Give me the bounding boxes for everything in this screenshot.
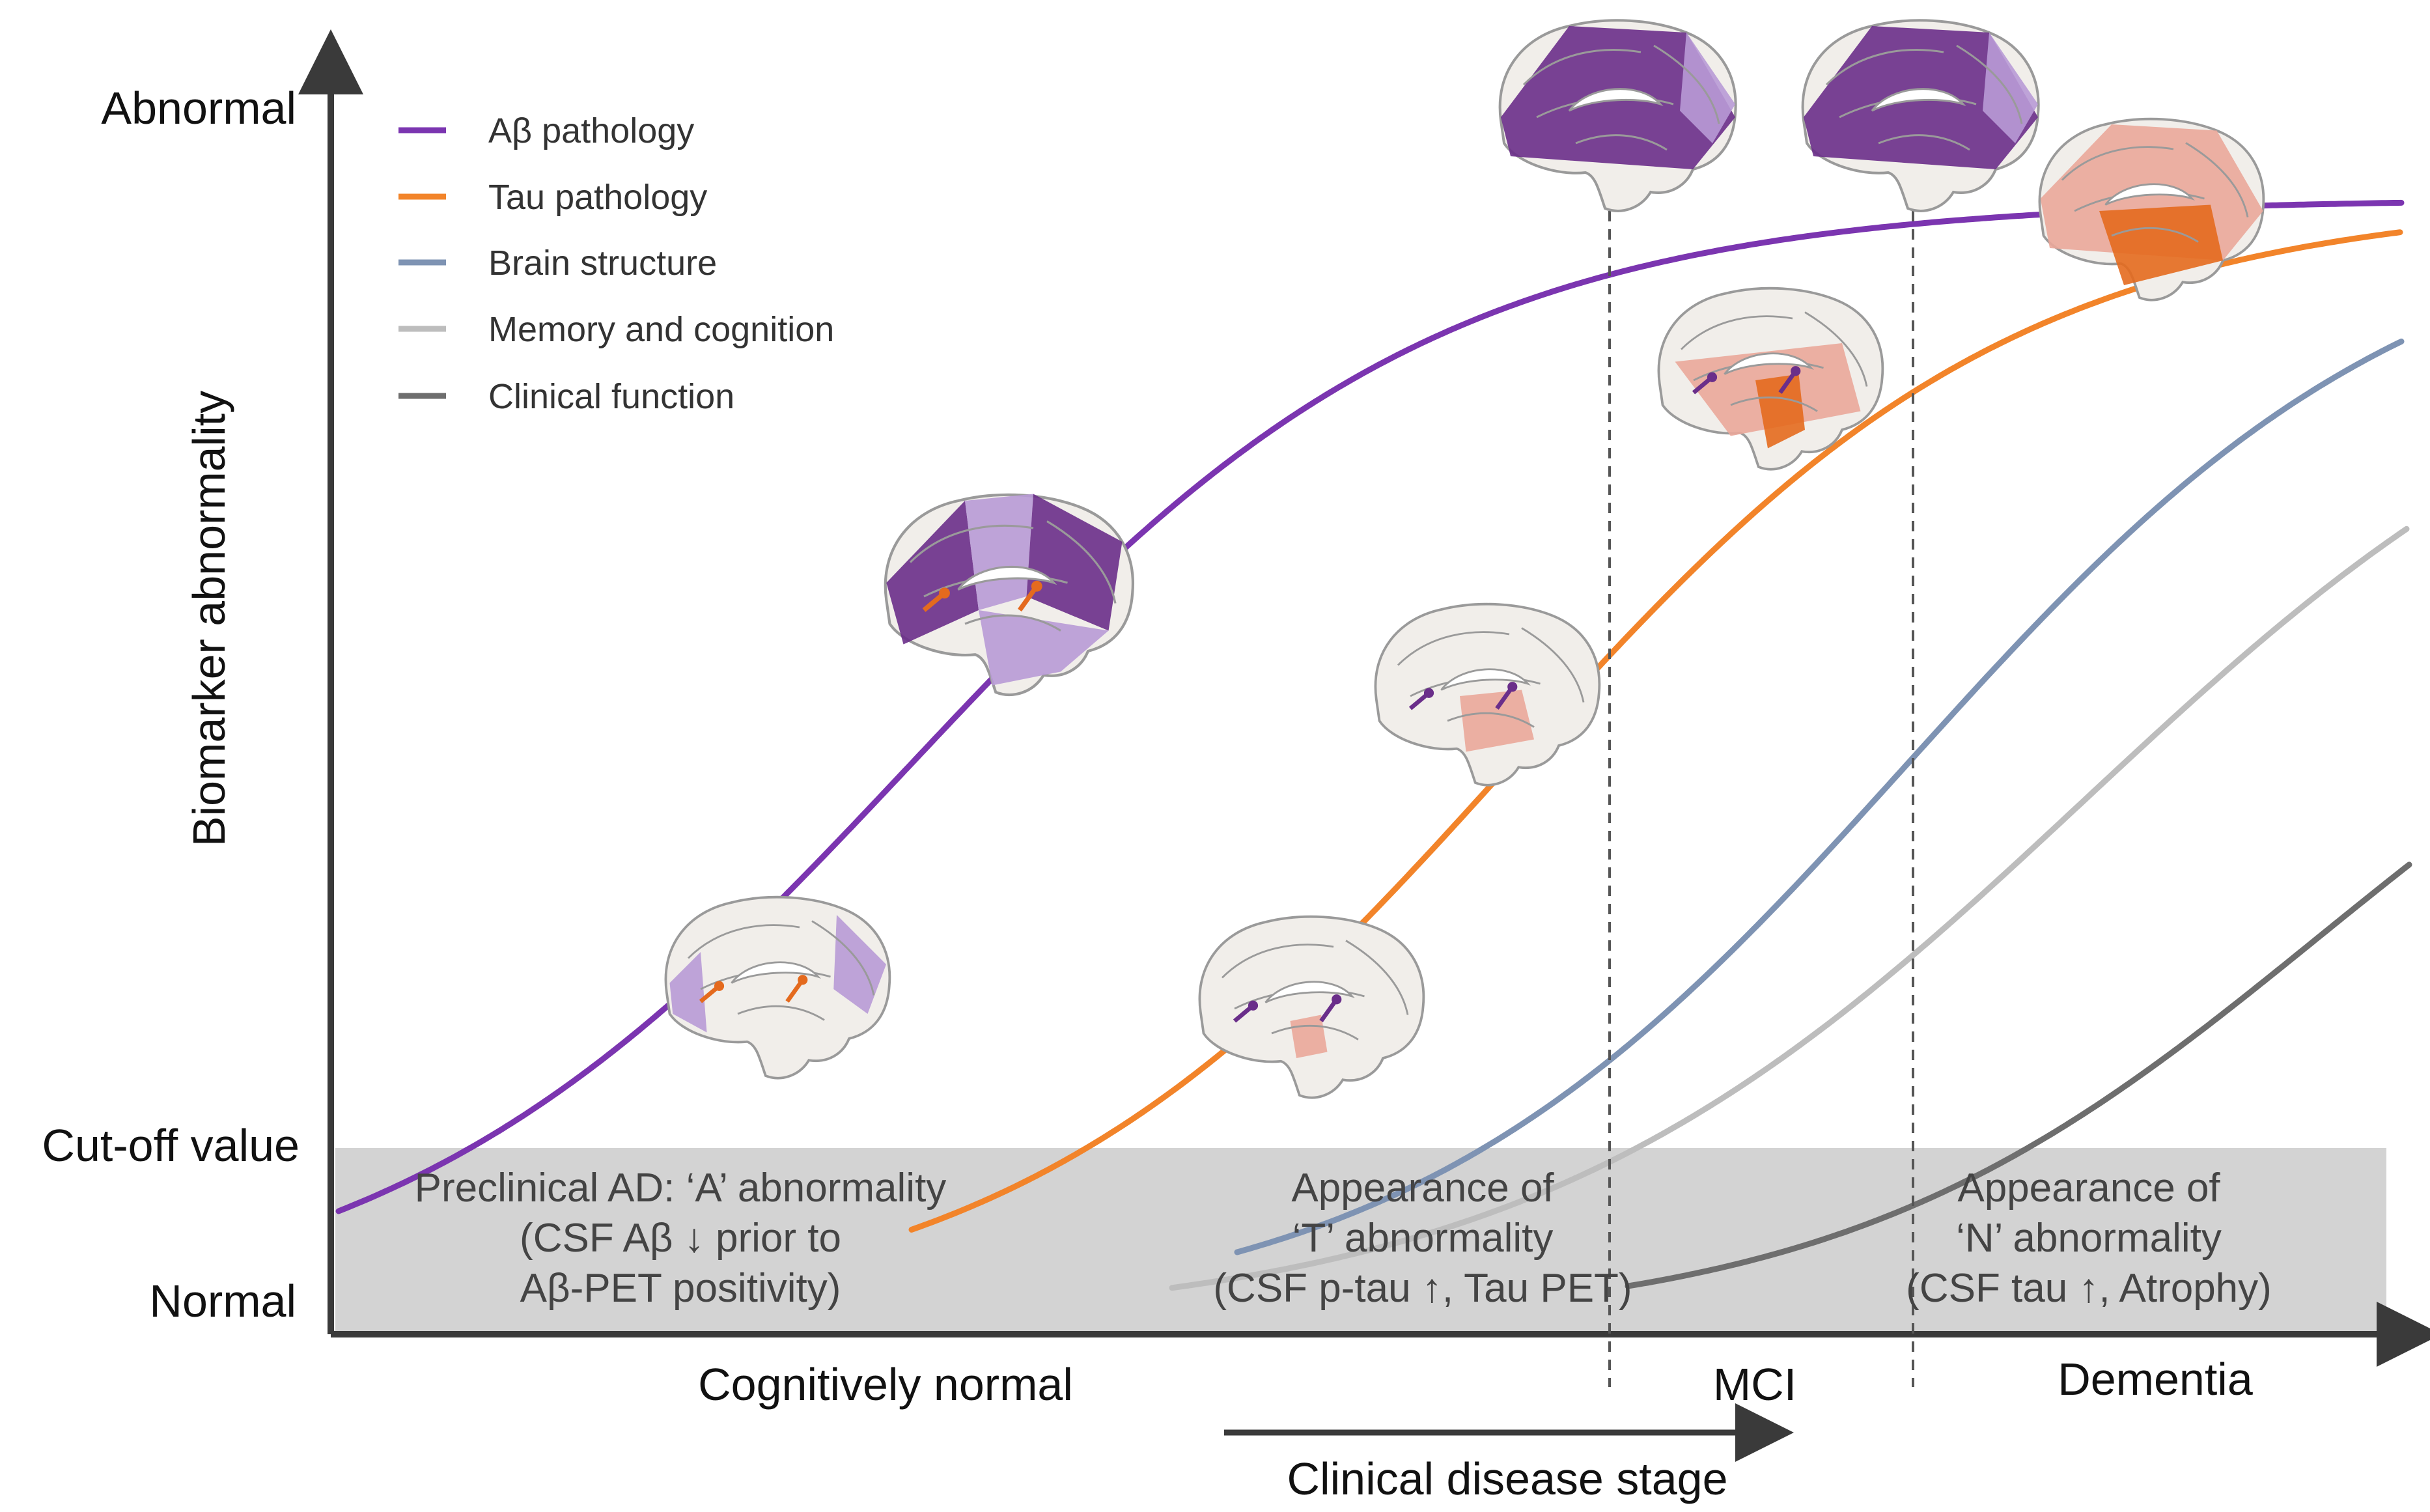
annotation-line: (CSF Aβ ↓ prior to (520, 1216, 841, 1261)
legend-label: Brain structure (488, 244, 717, 283)
brain-region (886, 501, 979, 645)
brain-region (1680, 33, 1735, 143)
brain-fold (1397, 631, 1510, 666)
spread-arrow-head (1707, 372, 1718, 382)
legend-item: Aβ pathology (398, 111, 694, 150)
brain-icons-layer (664, 19, 2265, 1099)
brain-region (1983, 33, 2038, 143)
brain-region (979, 610, 1109, 686)
brain-fold (2185, 142, 2249, 217)
curve-memory-cognition (1169, 525, 2410, 1291)
brain-fold (964, 614, 1061, 632)
annotation-t-abnormality: Appearance of ‘T’ abnormality (CSF p-tau… (1213, 1166, 1632, 1311)
curve-tau (908, 229, 2403, 1233)
brain-fold (1804, 311, 1868, 387)
brain-fold (1878, 134, 1970, 151)
brain-fold (909, 524, 1034, 563)
legend-item: Tau pathology (398, 178, 707, 217)
legend-item: Clinical function (398, 377, 734, 416)
legend: Aβ pathology Tau pathology Brain structu… (398, 111, 834, 416)
legend-label: Aβ pathology (488, 111, 694, 150)
brain-icon-amyloid-early (664, 895, 891, 1080)
brain-corpus-callosum (957, 565, 1057, 591)
brain-fold (1956, 44, 2023, 124)
brain-icon-tau-final (2038, 117, 2265, 301)
brain-corpus-callosum (1724, 352, 1814, 375)
brain-region (2099, 204, 2223, 285)
stage-label-dementia: Dementia (2058, 1354, 2253, 1405)
spread-arrow-head (1031, 580, 1042, 592)
brain-fold (1521, 627, 1585, 703)
y-label-cutoff: Cut-off value (42, 1120, 300, 1171)
spread-arrow-head (1332, 994, 1342, 1005)
annotation-line: Appearance of (1291, 1166, 1554, 1211)
brain-region (1755, 374, 1805, 449)
stage-label-cognitively-normal: Cognitively normal (698, 1359, 1073, 1410)
legend-label: Tau pathology (488, 178, 707, 217)
brain-corpus-callosum (731, 961, 821, 984)
brain-fold (1680, 315, 1793, 350)
legend-label: Clinical function (488, 377, 734, 416)
annotation-line: (CSF tau ↑, Atrophy) (1906, 1266, 2272, 1311)
brain-fold (1653, 44, 1720, 124)
brain-fold (737, 1005, 825, 1021)
annotation-a-abnormality: Preclinical AD: ‘A’ abnormality (CSF Aβ … (415, 1166, 947, 1311)
stage-label-mci: MCI (1713, 1359, 1796, 1410)
annotation-line: Preclinical AD: ‘A’ abnormality (415, 1166, 947, 1211)
y-axis-title: Biomarker abnormality (184, 391, 234, 847)
spread-arrow-head (1791, 366, 1801, 376)
brain-icon-amyloid-mid (886, 494, 1133, 695)
brain-fold (1825, 49, 1944, 86)
spread-arrow-head (1248, 1000, 1259, 1011)
cutoff-band (335, 1148, 2386, 1334)
x-axis-title: Clinical disease stage (1287, 1453, 1727, 1504)
annotation-line: ‘N’ abnormality (1956, 1216, 2222, 1261)
brain-fold (1730, 396, 1818, 412)
annotation-line: Appearance of (1957, 1166, 2220, 1211)
brain-fold (1046, 520, 1117, 604)
annotation-line: (CSF p-tau ↑, Tau PET) (1213, 1266, 1632, 1311)
spread-arrow-head (1423, 688, 1434, 698)
brain-fold (1345, 940, 1409, 1015)
brain-region (1460, 690, 1534, 752)
brain-corpus-callosum (1440, 668, 1531, 691)
brain-corpus-callosum (1568, 88, 1664, 112)
y-label-abnormal: Abnormal (101, 83, 296, 133)
brain-region (669, 952, 707, 1033)
brain-icon-tau-late (1657, 287, 1884, 471)
spread-arrow-head (1507, 682, 1518, 692)
brain-fold (687, 924, 800, 959)
brain-icon-tau-early (1198, 915, 1425, 1099)
spread-arrow-head (939, 587, 950, 599)
brain-corpus-callosum (1264, 981, 1355, 1003)
annotation-n-abnormality: Appearance of ‘N’ abnormality (CSF tau ↑… (1906, 1166, 2272, 1311)
curve-brain-structure (1234, 338, 2405, 1255)
brain-corpus-callosum (2104, 183, 2195, 206)
curve-clinical-function (1625, 861, 2412, 1289)
brain-fold (2061, 146, 2174, 181)
legend-item: Brain structure (398, 244, 717, 283)
legend-label: Memory and cognition (488, 310, 834, 349)
brain-fold (1522, 49, 1641, 86)
spread-arrow-head (714, 981, 725, 991)
brain-fold (2111, 227, 2199, 243)
spread-arrow-head (798, 975, 808, 985)
brain-fold (811, 920, 875, 996)
brain-fold (1221, 944, 1334, 979)
brain-icon-amyloid-late (1498, 19, 1737, 212)
brain-icon-amyloid-late-2 (1801, 19, 2040, 212)
y-label-normal: Normal (149, 1276, 296, 1326)
annotation-line: Aβ-PET positivity) (520, 1266, 841, 1311)
annotation-line: ‘T’ abnormality (1292, 1216, 1554, 1261)
brain-icon-tau-mid (1374, 602, 1601, 787)
brain-region (1026, 494, 1123, 631)
brain-fold (1447, 712, 1535, 728)
brain-fold (1575, 134, 1668, 151)
curves-layer (335, 199, 2412, 1291)
legend-item: Memory and cognition (398, 310, 834, 349)
brain-fold (1271, 1024, 1359, 1041)
brain-corpus-callosum (1871, 88, 1966, 112)
